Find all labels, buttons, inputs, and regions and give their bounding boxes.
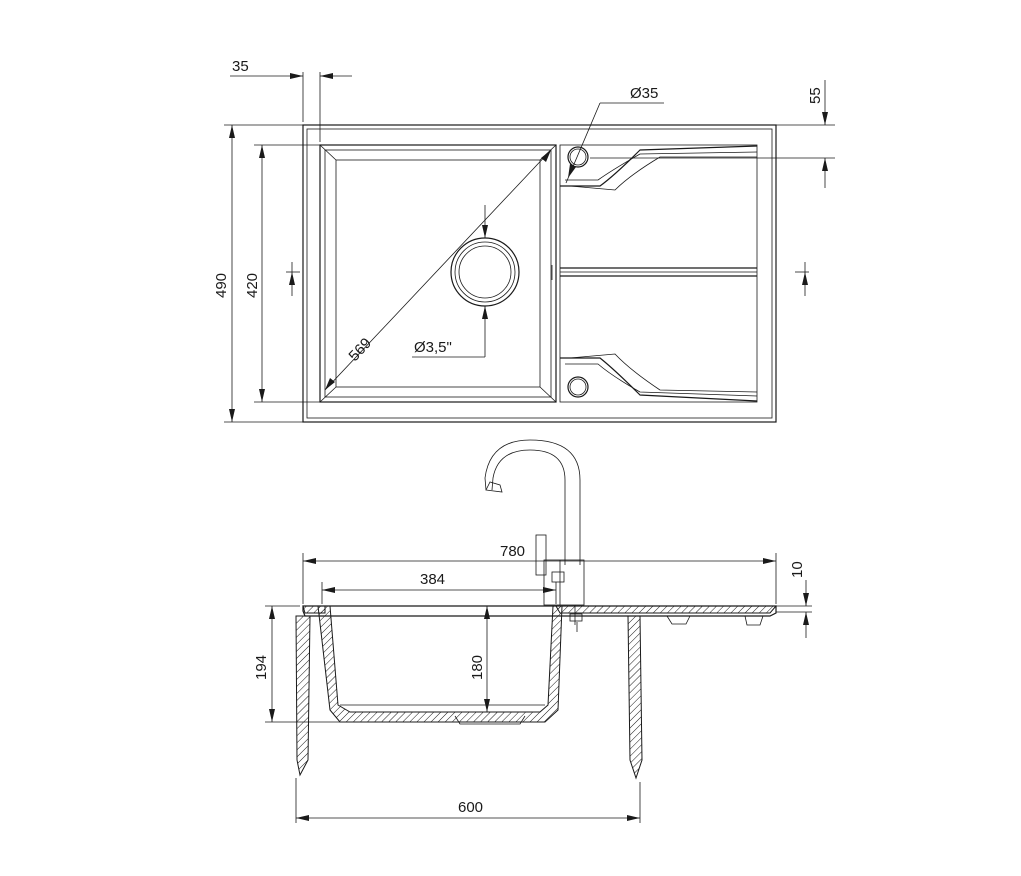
cabinet-wall-left [295,615,311,777]
tap-hole-top-icon [567,146,589,168]
dim-490: 490 [213,124,303,423]
drainer-area [551,144,758,403]
sink-top-profile [302,605,778,626]
dim-180: 180 [469,606,490,712]
dim-10-label: 10 [789,561,806,578]
sink-inner-rim [306,128,773,419]
bowl-section [317,605,563,725]
dim-600-label: 600 [458,799,483,816]
top-view: 35 55 Ø35 490 [213,58,835,423]
centerline-markers [286,262,809,296]
dim-dia35in: Ø3,5" [412,205,488,358]
dim-384-label: 384 [420,571,445,588]
dim-384: 384 [321,571,557,604]
dim-55-label: 55 [807,87,824,104]
dim-420-label: 420 [244,273,261,298]
drain-icon [450,237,520,307]
side-view: 780 10 384 194 [253,439,812,823]
dim-dia35in-label: Ø3,5" [414,339,452,356]
dim-780-label: 780 [500,543,525,560]
dim-10: 10 [776,561,812,638]
bowl-outline [319,144,557,403]
dim-780: 780 [302,543,777,604]
dim-194: 194 [253,605,340,723]
dim-35: 35 [230,58,352,142]
dim-dia35-label: Ø35 [630,85,658,102]
dim-35-label: 35 [232,58,249,75]
dim-569-label: 569 [345,335,375,365]
dim-55: 55 [590,80,835,188]
dim-420: 420 [244,144,320,403]
dim-dia35: Ø35 [565,85,664,184]
faucet-icon [484,439,585,632]
dim-490-label: 490 [213,273,230,298]
dim-194-label: 194 [253,655,270,680]
tap-hole-bottom-icon [567,376,589,398]
sink-outer-rim [302,124,777,423]
dim-600: 600 [295,778,641,823]
dim-180-label: 180 [469,655,486,680]
cabinet-wall-right [627,615,643,780]
